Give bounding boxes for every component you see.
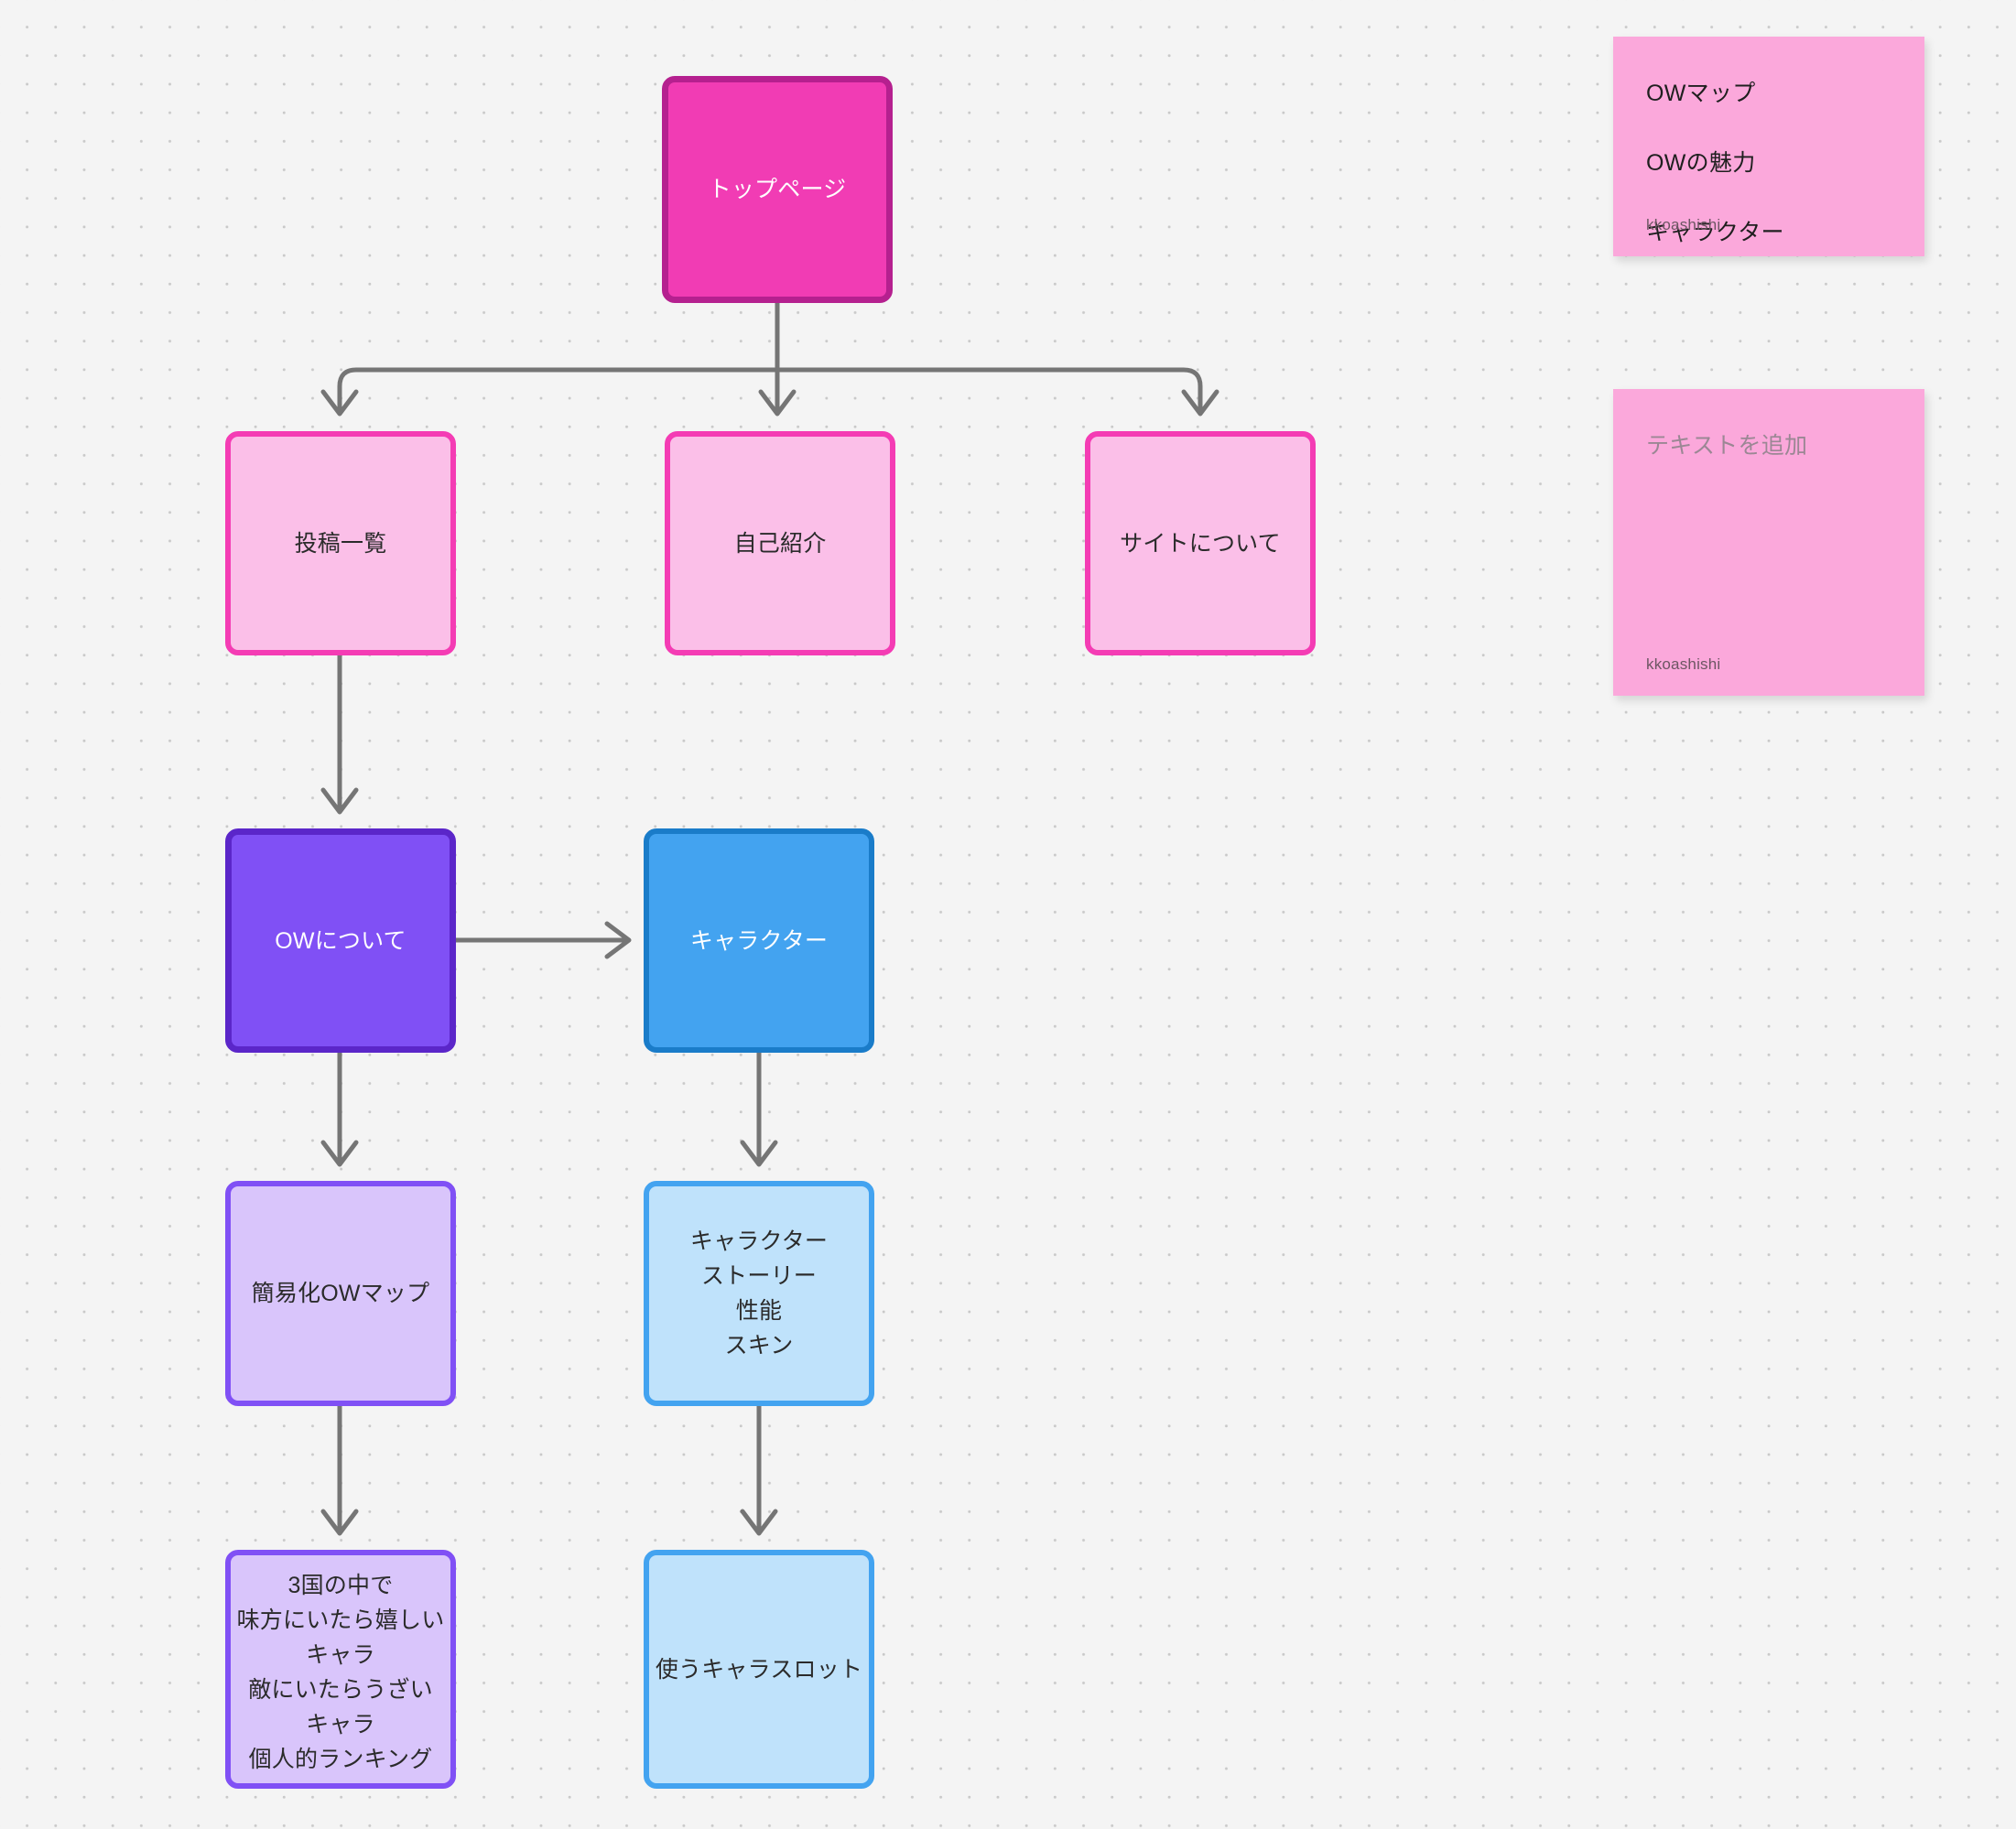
- node-top-page-label: トップページ: [708, 177, 847, 202]
- node-character-details-label: キャラクター ストーリー 性能 スキン: [689, 1228, 829, 1358]
- arrowhead-about-ow: [320, 787, 359, 815]
- node-about-ow-label: OWについて: [275, 927, 406, 954]
- arrowhead-self-intro: [758, 389, 797, 417]
- node-character-slot[interactable]: 使うキャラスロット: [644, 1550, 874, 1789]
- node-personal-ranking[interactable]: 3国の中で 味方にいたら嬉しい キャラ 敵にいたらうざい キャラ 個人的ランキン…: [225, 1550, 456, 1789]
- sticky-note-author: kkoashishi: [1646, 216, 1721, 233]
- node-self-introduction[interactable]: 自己紹介: [665, 431, 895, 655]
- arrowhead-about-site: [1181, 389, 1219, 417]
- node-top-page[interactable]: トップページ: [662, 76, 893, 303]
- node-character[interactable]: キャラクター: [644, 828, 874, 1053]
- sticky-note-author: kkoashishi: [1646, 655, 1721, 673]
- connector-top-to-about-site: [775, 367, 1203, 413]
- node-post-list-label: 投稿一覧: [294, 530, 387, 557]
- sticky-note-empty[interactable]: テキストを追加 kkoashishi: [1613, 389, 1924, 696]
- node-about-ow[interactable]: OWについて: [225, 828, 456, 1053]
- node-simplified-ow-map[interactable]: 簡易化OWマップ: [225, 1181, 456, 1406]
- arrowhead-simple-ow-map: [320, 1140, 359, 1167]
- node-personal-ranking-label: 3国の中で 味方にいたら嬉しい キャラ 敵にいたらうざい キャラ 個人的ランキン…: [236, 1573, 445, 1772]
- sticky-note-placeholder[interactable]: テキストを追加: [1646, 433, 1808, 459]
- arrowhead-character-detail: [740, 1140, 778, 1167]
- connector-top-to-post-list: [337, 367, 780, 413]
- node-about-site-label: サイトについて: [1120, 530, 1281, 557]
- sticky-note-line: キャラクター: [1646, 220, 1784, 245]
- node-character-label: キャラクター: [689, 927, 829, 954]
- node-self-introduction-label: 自己紹介: [733, 530, 827, 557]
- node-about-site[interactable]: サイトについて: [1085, 431, 1316, 655]
- arrowhead-char-slot: [740, 1509, 778, 1536]
- arrowhead-ranking: [320, 1509, 359, 1536]
- arrowhead-post-list: [320, 389, 359, 417]
- node-simplified-ow-map-label: 簡易化OWマップ: [251, 1281, 430, 1306]
- sticky-note-ow-topics[interactable]: OWマップ OWの魅力 キャラクター kkoashishi: [1613, 37, 1924, 256]
- arrowhead-character: [604, 921, 632, 959]
- node-post-list[interactable]: 投稿一覧: [225, 431, 456, 655]
- node-character-details[interactable]: キャラクター ストーリー 性能 スキン: [644, 1181, 874, 1406]
- sticky-note-line: OWマップ: [1646, 81, 1756, 106]
- sticky-note-line: OWの魅力: [1646, 150, 1756, 176]
- node-character-slot-label: 使うキャラスロット: [655, 1656, 863, 1683]
